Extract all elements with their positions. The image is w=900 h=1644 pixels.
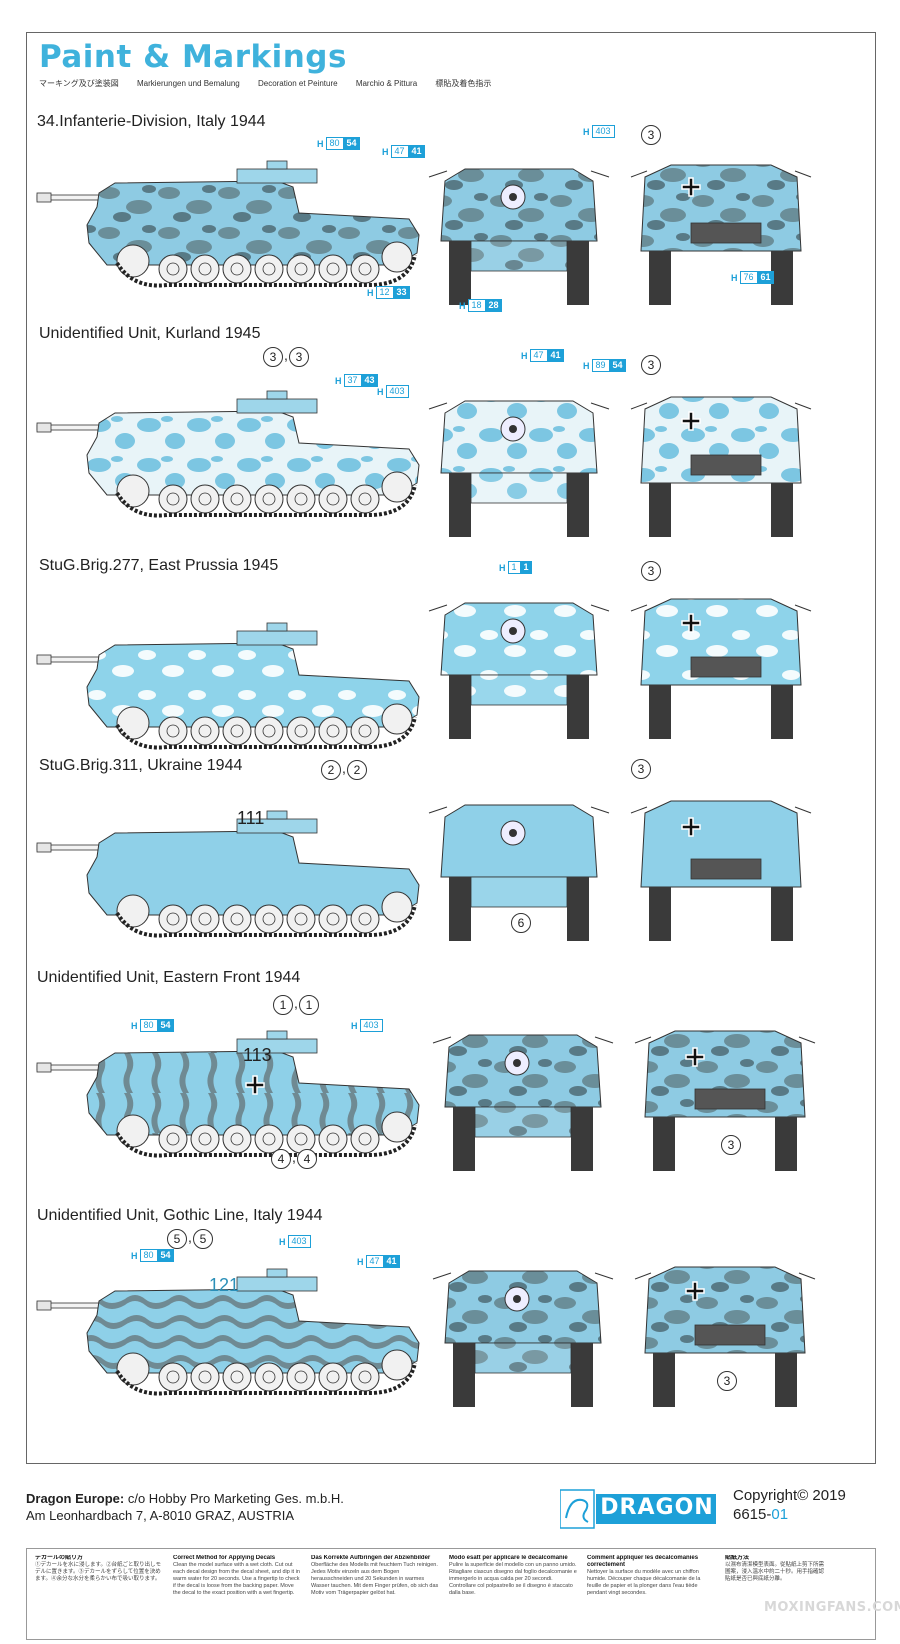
instr-col-de: Das Korrekte Aufbringen der Abziehbilder…: [311, 1555, 439, 1596]
scheme-3-title: StuG.Brig.277, East Prussia 1945: [39, 557, 279, 574]
scheme-6-title: Unidentified Unit, Gothic Line, Italy 19…: [37, 1207, 323, 1224]
scheme-2-side-view: [35, 389, 421, 518]
scheme-4-callout-6: 6: [511, 913, 531, 933]
scheme-4-hull-number: 111: [237, 808, 265, 828]
instr-col-fr: Comment appliquer les décalcomanies corr…: [587, 1555, 701, 1596]
page-title: Paint & Markings: [39, 39, 347, 75]
scheme-4-callout-3: 3: [631, 759, 651, 779]
scheme-2-comma: ,: [284, 347, 288, 363]
scheme-2-callout-3b: 3: [289, 347, 309, 367]
scheme-6-callout-3: 3: [717, 1371, 737, 1391]
scheme-2-callout-3c: 3: [641, 355, 661, 375]
scheme-3-callout-3: 3: [641, 561, 661, 581]
scheme-6-comma: ,: [188, 1229, 192, 1245]
kit-version: 01: [771, 1506, 789, 1523]
scheme-5-comma-b: ,: [292, 1149, 296, 1165]
scheme-4-side-view: [35, 809, 421, 938]
subtitle-row: マーキング及び塗装図 Markierungen und Bemalung Dec…: [39, 78, 507, 89]
scheme-3-rear-view: [630, 598, 812, 740]
dragon-logo: [560, 1489, 716, 1529]
scheme-1-side-view: [35, 159, 421, 288]
paint-markings-sheet: Paint & Markings マーキング及び塗装図 Markierungen…: [26, 32, 876, 1464]
subtitle-jp: マーキング及び塗装図: [39, 79, 119, 88]
scheme-1-front-view: [428, 168, 610, 306]
scheme-1-rear-view: [630, 164, 812, 306]
scheme-5-callout-1b: 1: [299, 995, 319, 1015]
dragon-logo-text: DRAGON: [600, 1495, 714, 1520]
footer-company: Dragon Europe:: [26, 1491, 125, 1506]
subtitle-cn: 標貼及着色指示: [435, 79, 492, 88]
scheme-6-hull-number: 121: [209, 1275, 240, 1295]
instr-col-it: Modo esatt per applicare le decalcomanie…: [449, 1555, 577, 1596]
scheme-5-hull-number: 113: [243, 1045, 272, 1065]
footer-addr-line1: c/o Hobby Pro Marketing Ges. m.b.H.: [124, 1491, 344, 1506]
scheme-5-side-view: [35, 1029, 421, 1158]
scheme-4-title: StuG.Brig.311, Ukraine 1944: [39, 757, 243, 774]
scheme-3-front-view: [428, 602, 610, 740]
scheme-4-rear-view: [630, 800, 812, 942]
subtitle-it: Marchio & Pittura: [355, 79, 418, 88]
instr-col-cn: 貼紙方法以濕布清潔模型表面。從貼紙上剪下所需圖案，浸入溫水中約二十秒。用手指確認…: [725, 1555, 825, 1582]
scheme-4-callout-2a: 2: [321, 760, 341, 780]
scheme-6-front-view: [432, 1270, 614, 1408]
subtitle-fr: Decoration et Peinture: [257, 79, 338, 88]
scheme-5-callout-4b: 4: [297, 1149, 317, 1169]
kit-number: 6615-: [733, 1506, 772, 1523]
subtitle-de: Markierungen und Bemalung: [137, 79, 240, 88]
copyright-block: Copyright© 2019 6615-01: [733, 1486, 846, 1524]
scheme-1-callout-3: 3: [641, 125, 661, 145]
scheme-5-callout-4a: 4: [271, 1149, 291, 1169]
scheme-5-callout-3: 3: [721, 1135, 741, 1155]
scheme-5-comma-a: ,: [294, 995, 298, 1011]
scheme-5-front-view: [432, 1034, 614, 1172]
scheme-2-title: Unidentified Unit, Kurland 1945: [39, 325, 261, 342]
copyright-text: Copyright© 2019: [733, 1487, 846, 1504]
scheme-6-callout-5b: 5: [193, 1229, 213, 1249]
footer-addr-line2: Am Leonhardbach 7, A-8010 GRAZ, AUSTRIA: [26, 1508, 295, 1523]
footer-address: Dragon Europe: c/o Hobby Pro Marketing G…: [26, 1490, 344, 1524]
scheme-5-title: Unidentified Unit, Eastern Front 1944: [37, 969, 301, 986]
scheme-4-callout-2b: 2: [347, 760, 367, 780]
scheme-1-title: 34.Infanterie-Division, Italy 1944: [37, 113, 266, 130]
scheme-2-rear-view: [630, 396, 812, 538]
scheme-2-callout-3a: 3: [263, 347, 283, 367]
watermark: MOXINGFANS.COM: [764, 1600, 900, 1615]
scheme-2-front-view: [428, 400, 610, 538]
scheme-5-callout-1a: 1: [273, 995, 293, 1015]
scheme-4-comma: ,: [342, 760, 346, 776]
scheme-3-side-view: [35, 621, 421, 750]
scheme-6-callout-5a: 5: [167, 1229, 187, 1249]
